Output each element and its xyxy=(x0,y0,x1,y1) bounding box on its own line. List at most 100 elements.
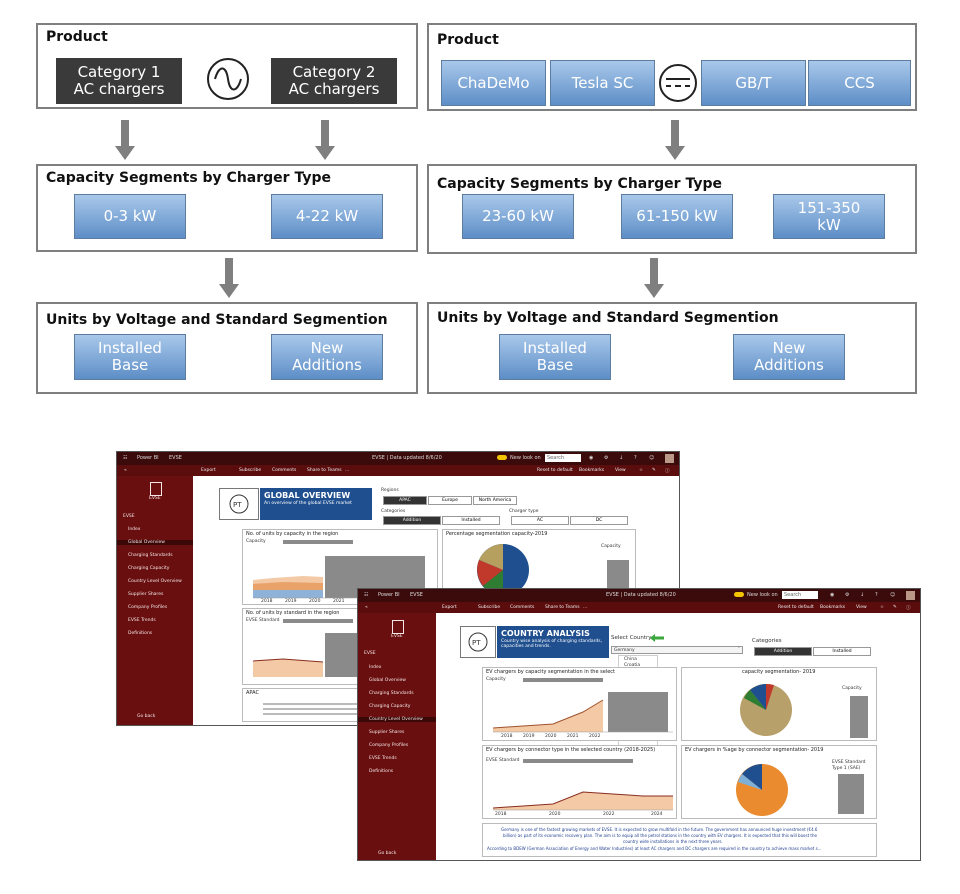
gear-icon[interactable]: ⚙ xyxy=(604,455,609,461)
nav-item-charging-capacity[interactable]: Charging Capacity xyxy=(369,704,411,709)
region-apac-button[interactable]: APAC xyxy=(383,496,427,505)
star-icon[interactable]: ☆ xyxy=(639,468,644,473)
nav-item-charging-standards[interactable]: Charging Standards xyxy=(369,691,414,696)
connector-type-card: EV chargers by connector type in the sel… xyxy=(482,745,677,819)
charger-ac-button[interactable]: AC xyxy=(511,516,569,525)
year-label: 2022 xyxy=(589,734,601,739)
nav-item-company-profiles[interactable]: Company Profiles xyxy=(369,743,409,748)
categories-label: Categories xyxy=(381,509,406,514)
go-back-button[interactable]: Go back xyxy=(378,851,397,856)
feedback-icon[interactable]: ☺ xyxy=(649,455,655,461)
bell-icon[interactable]: ◉ xyxy=(589,455,594,461)
nav-item-charging-capacity[interactable]: Charging Capacity xyxy=(128,566,170,571)
nav-item-supplier-shares[interactable]: Supplier Shares xyxy=(128,592,164,597)
toggle-icon[interactable] xyxy=(734,592,744,597)
star-icon[interactable]: ☆ xyxy=(880,605,885,610)
bookmarks-button[interactable]: Bookmarks xyxy=(820,605,846,610)
toggle-icon[interactable] xyxy=(497,455,507,460)
arrow-down-icon xyxy=(315,120,335,160)
nav-item-evse-trends[interactable]: EVSE Trends xyxy=(369,756,397,761)
connector-area-chart xyxy=(493,791,673,811)
export-button[interactable]: Export xyxy=(442,605,457,610)
search-input[interactable]: Search xyxy=(782,591,818,599)
help-icon[interactable]: ? xyxy=(875,592,878,598)
chevron-up-icon[interactable]: ˄ xyxy=(737,647,740,652)
collapse-icon[interactable]: « xyxy=(365,605,368,610)
bell-icon[interactable]: ◉ xyxy=(830,592,835,598)
more-button[interactable]: ... xyxy=(345,468,350,473)
nav-item-country-level[interactable]: Country Level Overview xyxy=(358,717,436,722)
feedback-icon[interactable]: ☺ xyxy=(890,592,896,598)
share-teams-button[interactable]: Share to Teams xyxy=(307,468,342,473)
gear-icon[interactable]: ⚙ xyxy=(845,592,850,598)
comments-button[interactable]: Comments xyxy=(272,468,297,473)
report-title[interactable]: EVSE | Data updated 8/6/20 xyxy=(606,592,676,598)
help-icon[interactable]: ? xyxy=(634,455,637,461)
reset-default-button[interactable]: Reset to default xyxy=(778,605,814,610)
info-icon[interactable]: ⓘ xyxy=(665,469,670,474)
country-option[interactable]: Croatia xyxy=(624,663,641,668)
view-button[interactable]: View xyxy=(856,605,867,610)
collapse-icon[interactable]: « xyxy=(124,468,127,473)
download-icon[interactable]: ↓ xyxy=(619,455,624,461)
cap-151-line1: 151-350 xyxy=(797,198,861,217)
nav-item-global-overview[interactable]: Global Overview xyxy=(117,540,193,545)
redacted-bar xyxy=(850,696,868,738)
nav-section[interactable]: EVSE xyxy=(364,651,376,656)
nav-item-company-profiles[interactable]: Company Profiles xyxy=(128,605,168,610)
apps-icon[interactable]: ☷ xyxy=(364,592,369,598)
nav-item-global-overview[interactable]: Global Overview xyxy=(369,678,406,683)
edit-icon[interactable]: ✎ xyxy=(893,605,897,610)
reset-default-button[interactable]: Reset to default xyxy=(537,468,573,473)
nav-item-evse-trends[interactable]: EVSE Trends xyxy=(128,618,156,623)
view-button[interactable]: View xyxy=(615,468,626,473)
legend-label: EVSE Standard xyxy=(486,758,520,763)
region-europe-button[interactable]: Europe xyxy=(428,496,472,505)
nav-item-definitions[interactable]: Definitions xyxy=(369,769,394,774)
legend-label: Capacity xyxy=(601,544,621,549)
search-input[interactable]: Search xyxy=(545,454,581,462)
country-dropdown[interactable]: Germany ˄ xyxy=(611,646,743,654)
year-label: 2021 xyxy=(567,734,579,739)
nav-item-definitions[interactable]: Definitions xyxy=(128,631,153,636)
bookmarks-button[interactable]: Bookmarks xyxy=(579,468,605,473)
cap-23-60-box: 23-60 kW xyxy=(462,194,574,239)
avatar[interactable] xyxy=(665,454,674,463)
apps-icon[interactable]: ☷ xyxy=(123,455,128,461)
report-title[interactable]: EVSE | Data updated 8/6/20 xyxy=(372,455,442,461)
dc-symbol-icon xyxy=(658,63,698,103)
export-button[interactable]: Export xyxy=(201,468,216,473)
category1-line1: Category 1 xyxy=(77,63,161,81)
comments-button[interactable]: Comments xyxy=(510,605,535,610)
workspace-name[interactable]: EVSE xyxy=(169,455,182,461)
banner-subtitle: Country wise analysis of charging standa… xyxy=(501,639,603,649)
subscribe-button[interactable]: Subscribe xyxy=(239,468,262,473)
category1-line2: AC chargers xyxy=(73,80,165,98)
nav-item-index[interactable]: Index xyxy=(128,527,141,532)
share-teams-button[interactable]: Share to Teams xyxy=(545,605,580,610)
more-button[interactable]: ... xyxy=(583,605,588,610)
info-icon[interactable]: ⓘ xyxy=(906,606,911,611)
subscribe-button[interactable]: Subscribe xyxy=(478,605,501,610)
country-option[interactable]: China xyxy=(624,657,637,662)
nav-item-charging-standards[interactable]: Charging Standards xyxy=(128,553,173,558)
go-back-button[interactable]: Go back xyxy=(137,714,156,719)
download-icon[interactable]: ↓ xyxy=(860,592,865,598)
legend-label: Capacity xyxy=(842,686,862,691)
nav-section[interactable]: EVSE xyxy=(123,514,135,519)
card-title: No. of units by capacity in the region xyxy=(246,531,339,537)
nav-item-index[interactable]: Index xyxy=(369,665,382,670)
charger-dc-button[interactable]: DC xyxy=(570,516,628,525)
nav-item-country-level[interactable]: Country Level Overview xyxy=(128,579,182,584)
category-installed-button[interactable]: Installed xyxy=(813,647,871,656)
category-installed-button[interactable]: Installed xyxy=(442,516,500,525)
edit-icon[interactable]: ✎ xyxy=(652,468,656,473)
workspace-name[interactable]: EVSE xyxy=(410,592,423,598)
year-label: 2020 xyxy=(549,812,561,817)
nav-item-supplier-shares[interactable]: Supplier Shares xyxy=(369,730,405,735)
category-addition-button[interactable]: Addition xyxy=(383,516,441,525)
avatar[interactable] xyxy=(906,591,915,600)
category-addition-button[interactable]: Addition xyxy=(754,647,812,656)
region-na-button[interactable]: North America xyxy=(473,496,517,505)
